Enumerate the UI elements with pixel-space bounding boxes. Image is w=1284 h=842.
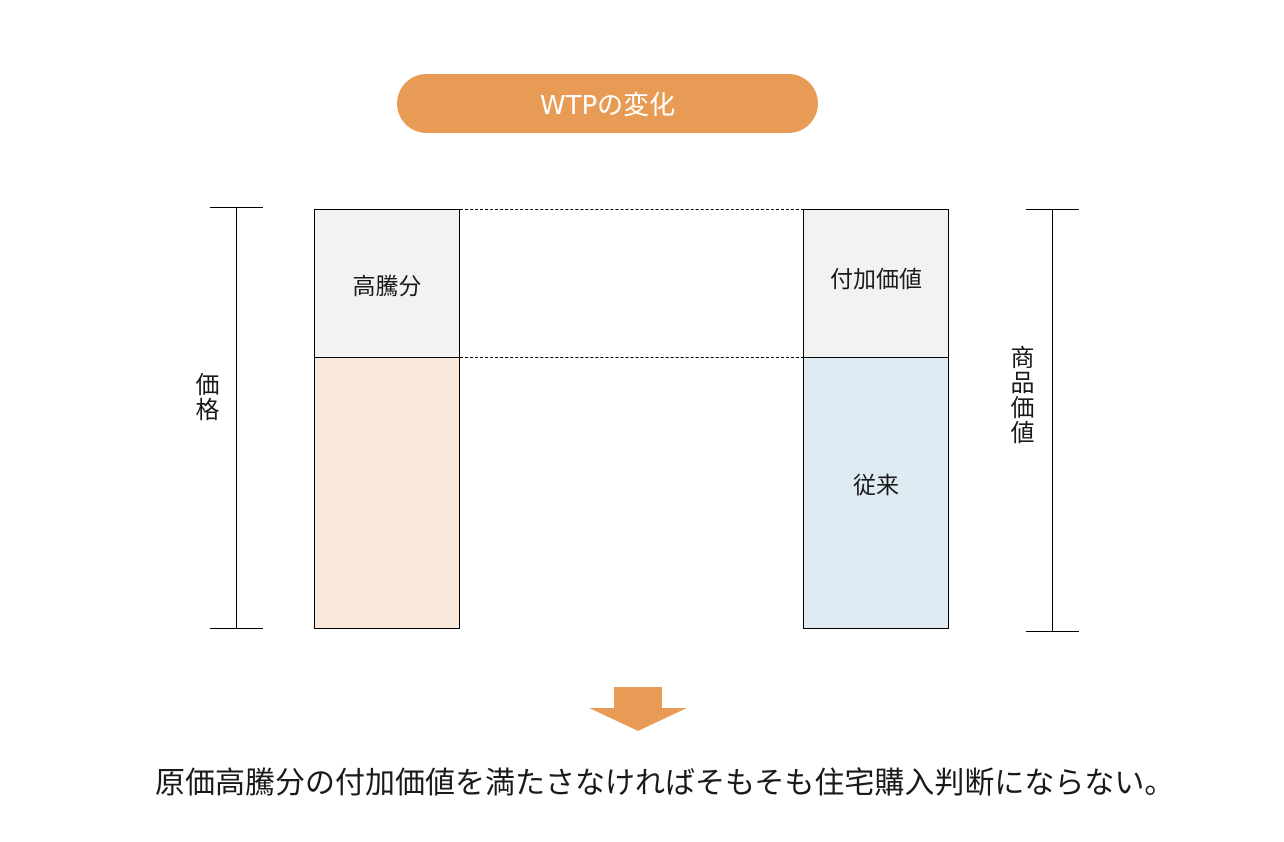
left-bracket-line <box>236 207 237 628</box>
right-bar-top-label: 付加価値 <box>830 266 922 293</box>
title-pill: WTPの変化 <box>397 74 818 133</box>
left-bar-bottom <box>314 357 460 629</box>
right-bar-bottom-label: 従来 <box>853 473 899 499</box>
down-arrow-icon <box>589 687 687 731</box>
right-axis-label: 商品価値 <box>1006 345 1034 445</box>
right-bracket-line <box>1052 209 1053 631</box>
dashed-connector-middle <box>460 357 804 358</box>
right-bracket-bottom <box>1026 631 1079 632</box>
left-bar-top-label: 高騰分 <box>352 273 422 300</box>
right-bar-top: 付加価値 <box>803 209 949 358</box>
diagram-title: WTPの変化 <box>539 91 676 121</box>
right-bar-bottom: 従来 <box>803 357 949 629</box>
conclusion-text: 原価高騰分の付加価値を満たさなければそもそも住宅購入判断にならない。 <box>155 766 1175 801</box>
left-bracket-bottom <box>210 628 263 629</box>
dashed-connector-top <box>460 209 804 210</box>
left-bar-top: 高騰分 <box>314 209 460 358</box>
left-axis-label: 価格 <box>191 372 219 422</box>
